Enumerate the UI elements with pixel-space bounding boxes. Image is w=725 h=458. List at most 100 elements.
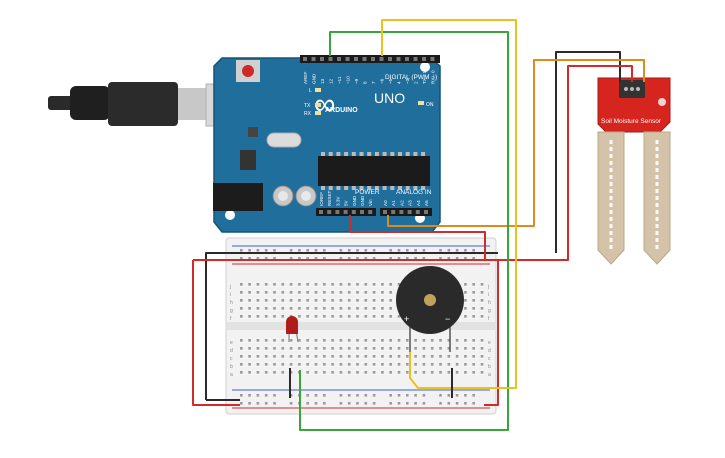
breadboard-hole[interactable] [314,371,318,374]
breadboard-hole[interactable] [347,363,351,366]
breadboard-hole[interactable] [306,299,309,302]
breadboard-hole[interactable] [339,339,343,342]
rail-hole[interactable] [314,402,318,405]
breadboard-hole[interactable] [264,347,268,350]
breadboard-hole[interactable] [439,363,442,366]
breadboard-hole[interactable] [289,363,293,366]
breadboard-hole[interactable] [248,347,251,350]
rail-hole[interactable] [289,394,293,397]
breadboard-hole[interactable] [414,363,417,366]
breadboard-hole[interactable] [447,347,451,350]
header-pin-hole[interactable] [368,210,373,214]
breadboard-hole[interactable] [422,371,426,374]
breadboard-hole[interactable] [323,347,326,350]
breadboard-hole[interactable] [248,307,251,310]
breadboard-hole[interactable] [447,355,451,358]
breadboard-hole[interactable] [306,307,309,310]
breadboard-hole[interactable] [430,339,434,342]
rail-hole[interactable] [389,394,392,397]
breadboard-hole[interactable] [331,299,334,302]
breadboard-hole[interactable] [323,299,326,302]
breadboard-hole[interactable] [248,299,251,302]
breadboard-hole[interactable] [381,339,384,342]
rail-hole[interactable] [372,257,376,260]
rail-hole[interactable] [273,249,276,252]
breadboard-hole[interactable] [472,283,475,286]
breadboard-hole[interactable] [306,355,309,358]
breadboard-hole[interactable] [289,291,293,294]
rail-hole[interactable] [273,402,276,405]
breadboard-hole[interactable] [289,299,293,302]
breadboard-hole[interactable] [281,371,285,374]
breadboard-hole[interactable] [248,355,251,358]
breadboard-hole[interactable] [372,363,376,366]
breadboard-hole[interactable] [464,355,467,358]
breadboard-hole[interactable] [248,339,251,342]
breadboard-hole[interactable] [389,307,392,310]
breadboard-hole[interactable] [256,299,260,302]
rail-hole[interactable] [397,249,401,252]
breadboard-hole[interactable] [323,315,326,318]
breadboard-hole[interactable] [281,363,285,366]
header-pin-hole[interactable] [335,210,340,214]
header-pin-hole[interactable] [351,210,356,214]
breadboard-hole[interactable] [256,315,260,318]
breadboard-hole[interactable] [289,347,293,350]
breadboard-hole[interactable] [314,363,318,366]
breadboard-hole[interactable] [480,339,484,342]
breadboard-hole[interactable] [480,307,484,310]
breadboard-hole[interactable] [240,307,243,310]
breadboard-hole[interactable] [273,363,276,366]
rail-hole[interactable] [306,394,309,397]
breadboard-hole[interactable] [480,299,484,302]
breadboard-hole[interactable] [273,307,276,310]
breadboard-hole[interactable] [480,283,484,286]
rail-hole[interactable] [256,257,260,260]
rail-hole[interactable] [298,249,301,252]
breadboard-hole[interactable] [364,371,368,374]
rail-hole[interactable] [273,394,276,397]
header-pin-hole[interactable] [337,57,341,61]
header-pin-hole[interactable] [379,57,384,61]
breadboard-hole[interactable] [455,355,459,358]
rail-hole[interactable] [439,402,442,405]
breadboard-hole[interactable] [464,339,467,342]
reset-button[interactable] [242,65,254,77]
breadboard-hole[interactable] [447,339,451,342]
breadboard-hole[interactable] [314,283,318,286]
breadboard-hole[interactable] [381,283,384,286]
breadboard-hole[interactable] [455,363,459,366]
rail-hole[interactable] [264,402,268,405]
rail-hole[interactable] [256,394,260,397]
breadboard-hole[interactable] [430,355,434,358]
breadboard-hole[interactable] [323,283,326,286]
rail-hole[interactable] [422,402,426,405]
breadboard-hole[interactable] [389,299,392,302]
breadboard-hole[interactable] [372,371,376,374]
breadboard-hole[interactable] [389,339,392,342]
breadboard-hole[interactable] [339,355,343,358]
breadboard-hole[interactable] [339,307,343,310]
breadboard-hole[interactable] [339,363,343,366]
breadboard-hole[interactable] [314,307,318,310]
breadboard-hole[interactable] [298,347,301,350]
breadboard-hole[interactable] [414,339,417,342]
rail-hole[interactable] [289,249,293,252]
breadboard-hole[interactable] [273,299,276,302]
breadboard-hole[interactable] [389,347,392,350]
rail-hole[interactable] [306,402,309,405]
breadboard-hole[interactable] [256,339,260,342]
rail-hole[interactable] [389,257,392,260]
rail-hole[interactable] [289,402,293,405]
breadboard-hole[interactable] [264,291,268,294]
breadboard-hole[interactable] [464,371,467,374]
breadboard-hole[interactable] [464,299,467,302]
breadboard-hole[interactable] [464,307,467,310]
breadboard-hole[interactable] [347,347,351,350]
rail-hole[interactable] [472,402,475,405]
header-pin-hole[interactable] [424,210,428,214]
rail-hole[interactable] [406,394,409,397]
header-pin-hole[interactable] [413,57,418,61]
breadboard-hole[interactable] [480,291,484,294]
breadboard-hole[interactable] [389,291,392,294]
